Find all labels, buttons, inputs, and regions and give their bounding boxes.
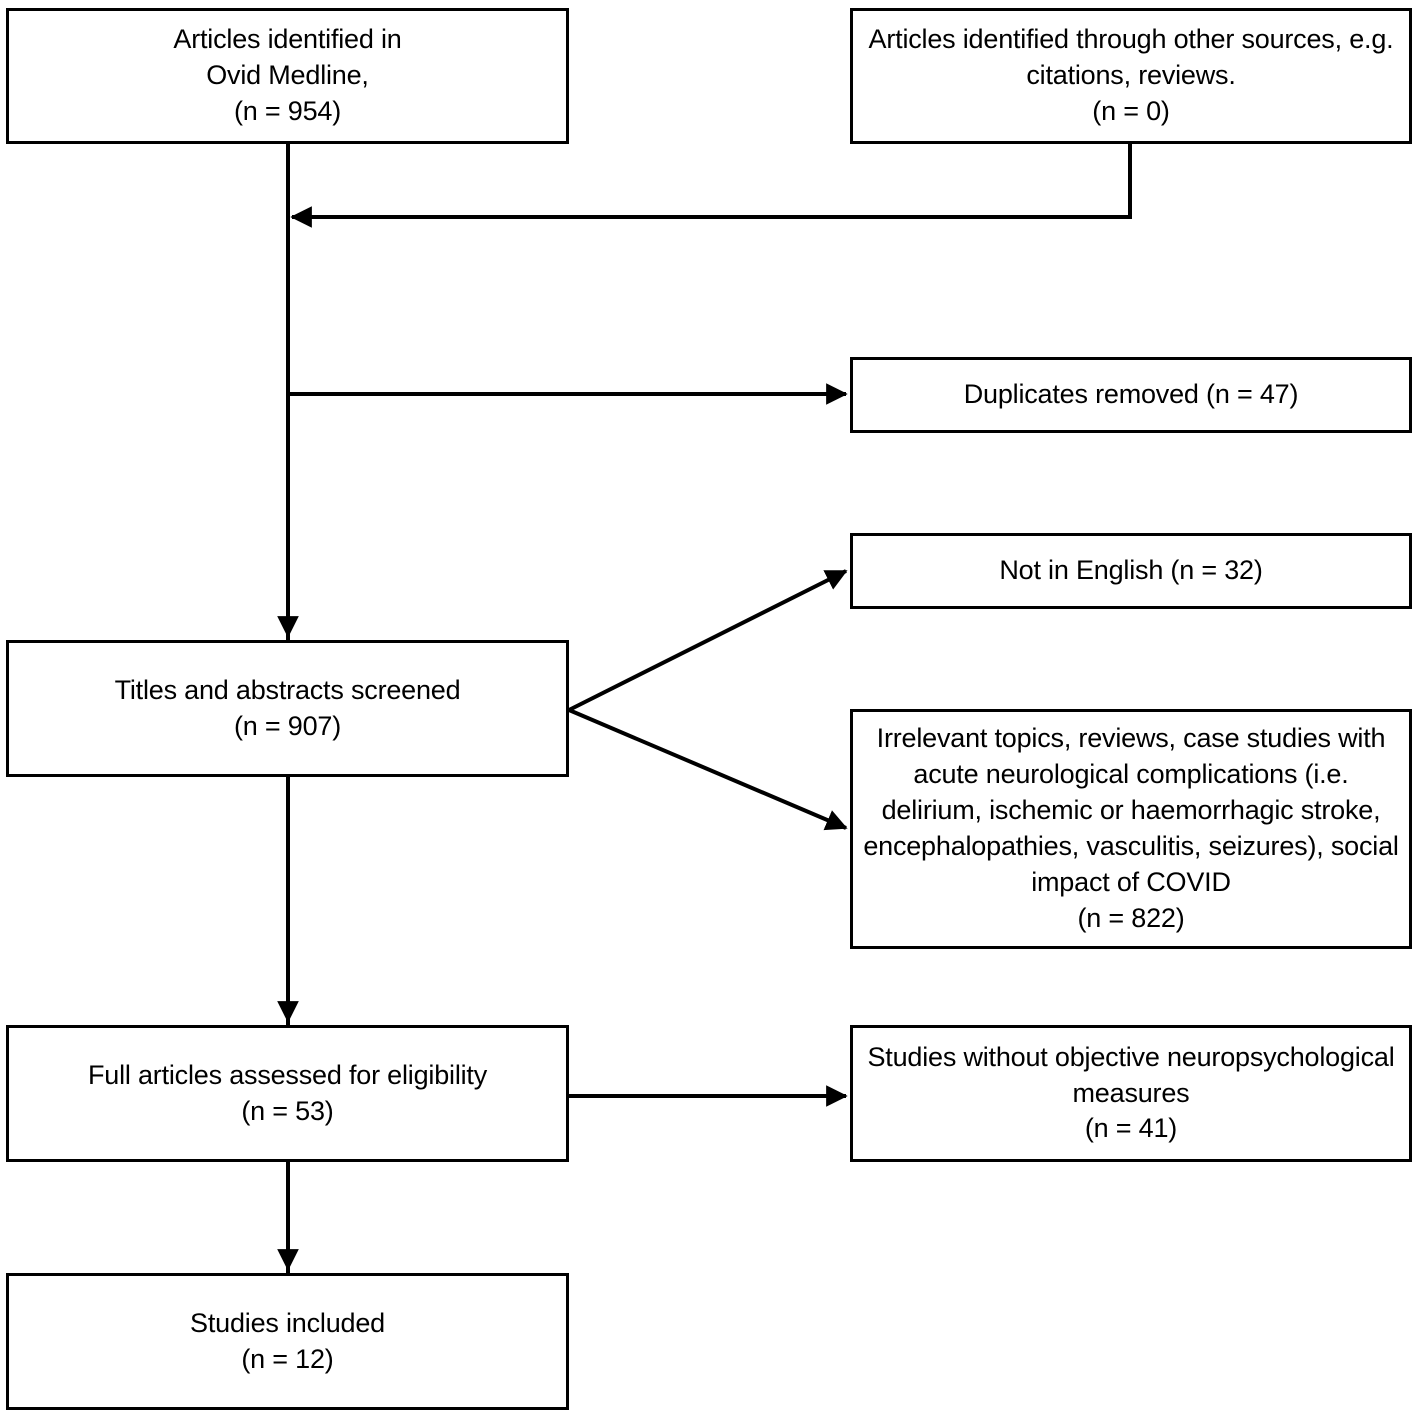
box-studies-included: Studies included (n = 12) — [6, 1273, 569, 1410]
box-not-in-english: Not in English (n = 32) — [850, 533, 1412, 609]
connector-other-sources-to-trunk — [290, 144, 1132, 228]
box-no-measures-label: Studies without objective neuropsycholog… — [867, 1041, 1395, 1144]
box-irrelevant-label: Irrelevant topics, reviews, case studies… — [863, 723, 1399, 933]
box-included-label: Studies included (n = 12) — [190, 1307, 385, 1374]
box-titles-abstracts-screened: Titles and abstracts screened (n = 907) — [6, 640, 569, 777]
box-screened-label: Titles and abstracts screened (n = 907) — [114, 674, 461, 741]
box-duplicates-removed: Duplicates removed (n = 47) — [850, 357, 1412, 433]
box-studies-without-objective-measures: Studies without objective neuropsycholog… — [850, 1025, 1412, 1162]
box-full-text-label: Full articles assessed for eligibility (… — [87, 1059, 488, 1126]
connector-screened-to-not-english — [568, 569, 848, 712]
box-not-english-label: Not in English (n = 32) — [999, 555, 1263, 586]
box-other-sources-label: Articles identified through other source… — [868, 24, 1394, 126]
box-articles-identified-other-sources: Articles identified through other source… — [850, 8, 1412, 144]
box-ovid-label: Articles identified in Ovid Medline, (n … — [173, 24, 402, 126]
box-full-articles-assessed: Full articles assessed for eligibility (… — [6, 1025, 569, 1162]
connector-screened-to-irrelevant — [568, 708, 848, 831]
box-articles-identified-ovid: Articles identified in Ovid Medline, (n … — [6, 8, 569, 144]
box-duplicates-label: Duplicates removed (n = 47) — [963, 379, 1299, 410]
box-irrelevant-topics-excluded: Irrelevant topics, reviews, case studies… — [850, 709, 1412, 949]
